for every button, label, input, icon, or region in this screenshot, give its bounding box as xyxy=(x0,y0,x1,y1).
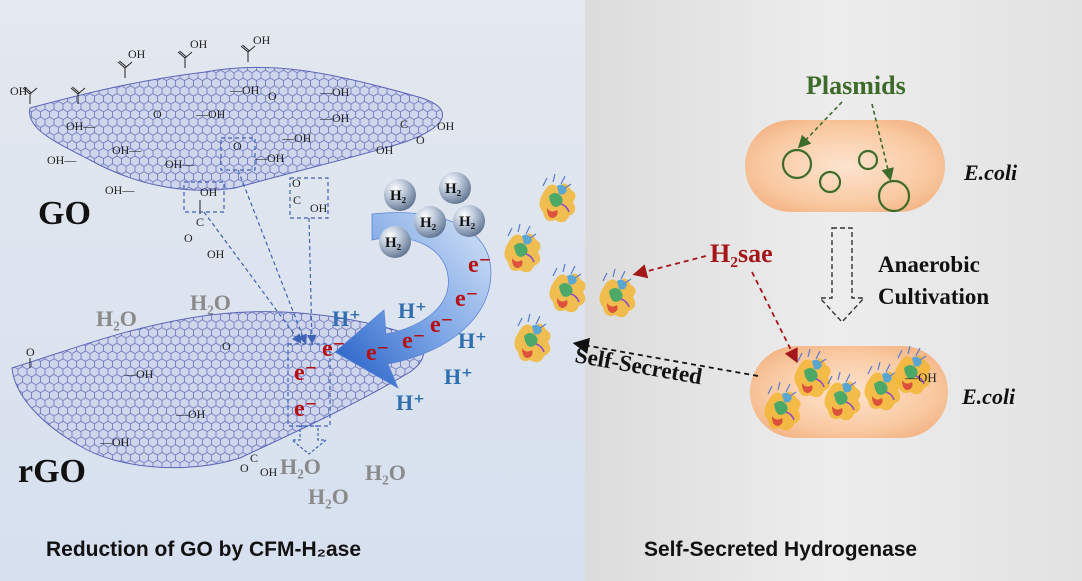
plasmid-ring xyxy=(857,149,879,171)
svg-text:H⁺: H⁺ xyxy=(396,390,425,415)
plasmid-ring xyxy=(781,148,813,180)
svg-text:O: O xyxy=(184,231,193,245)
plasmid-ring xyxy=(818,170,842,194)
h2-molecules: H₂ H₂ H₂ H₂ H₂ xyxy=(379,172,485,258)
svg-text:C: C xyxy=(250,451,258,465)
svg-text:C: C xyxy=(196,215,204,229)
svg-text:O: O xyxy=(233,139,242,153)
svg-text:OH—: OH— xyxy=(47,153,77,167)
anaerobic-label: Anaerobic xyxy=(878,252,980,277)
svg-text:—OH: —OH xyxy=(281,131,312,145)
svg-text:O: O xyxy=(292,176,301,190)
svg-text:H₂: H₂ xyxy=(459,214,476,230)
svg-text:H⁺: H⁺ xyxy=(444,364,473,389)
svg-text:e⁻: e⁻ xyxy=(402,328,425,354)
svg-text:O: O xyxy=(268,89,277,103)
cultivation-arrow xyxy=(818,227,866,324)
svg-text:O: O xyxy=(240,461,249,475)
h2sae-arrows xyxy=(632,255,798,364)
svg-text:OH: OH xyxy=(207,247,225,261)
ecoli-label-top: E.coli xyxy=(963,160,1018,185)
electrons: e⁻ e⁻ e⁻ e⁻ e⁻ e⁻ e⁻ e⁻ xyxy=(294,252,491,422)
protons: H⁺ H⁺ H⁺ H⁺ H⁺ xyxy=(332,298,487,415)
svg-text:H₂: H₂ xyxy=(445,181,462,197)
svg-text:O: O xyxy=(153,107,162,121)
right-panel-caption: Self-Secreted Hydrogenase xyxy=(644,538,917,561)
svg-text:H₂: H₂ xyxy=(390,188,407,204)
svg-text:H₂O: H₂O xyxy=(308,484,349,509)
svg-text:—OH: —OH xyxy=(99,435,130,449)
go-sheet xyxy=(29,66,443,191)
svg-text:O: O xyxy=(222,339,231,353)
svg-text:—OH: —OH xyxy=(195,107,226,121)
svg-text:e⁻: e⁻ xyxy=(294,360,317,386)
svg-text:OH: OH xyxy=(190,37,208,51)
svg-text:OH—: OH— xyxy=(105,183,135,197)
rgo-label: rGO xyxy=(18,453,86,490)
plasmids-label: Plasmids xyxy=(806,71,906,100)
svg-text:e⁻: e⁻ xyxy=(455,286,478,312)
svg-text:O: O xyxy=(26,345,35,359)
svg-text:e⁻: e⁻ xyxy=(468,252,491,278)
svg-text:H₂: H₂ xyxy=(420,215,437,231)
water-molecules: H₂O H₂O H₂O H₂O H₂O xyxy=(96,290,406,509)
cultivation-label: Cultivation xyxy=(878,284,989,309)
rgo-sheet xyxy=(11,311,424,469)
svg-text:H₂: H₂ xyxy=(385,235,402,251)
svg-text:e⁻: e⁻ xyxy=(430,312,453,338)
ecoli-cell-top xyxy=(745,120,945,213)
left-panel-caption: Reduction of GO by CFM-H₂ase xyxy=(46,538,361,561)
svg-text:—OH: —OH xyxy=(123,367,154,381)
svg-text:OH: OH xyxy=(253,33,271,47)
ecoli-cell-bottom: —OH xyxy=(750,345,948,438)
go-functional-groups: OH OH OH OH OH— OH— OH— OH— OH— —OH —OH … xyxy=(10,33,455,261)
svg-text:OH: OH xyxy=(437,119,455,133)
svg-text:OH: OH xyxy=(128,47,146,61)
svg-text:—OH: —OH xyxy=(254,151,285,165)
plasmid-arrows xyxy=(797,101,894,182)
svg-text:—OH: —OH xyxy=(904,370,937,385)
svg-text:H⁺: H⁺ xyxy=(332,306,361,331)
svg-text:OH—: OH— xyxy=(165,157,195,171)
svg-text:H⁺: H⁺ xyxy=(458,328,487,353)
svg-text:—OH: —OH xyxy=(175,407,206,421)
go-label: GO xyxy=(38,195,91,232)
svg-text:e⁻: e⁻ xyxy=(294,396,317,422)
svg-text:OH: OH xyxy=(200,185,218,199)
svg-text:H₂O: H₂O xyxy=(96,306,137,331)
svg-text:OH—: OH— xyxy=(112,143,142,157)
svg-text:—OH: —OH xyxy=(229,83,260,97)
svg-text:—OH: —OH xyxy=(319,85,350,99)
svg-text:OH—: OH— xyxy=(66,119,96,133)
rgo-functional-groups: O —OH O —OH —OH C OH O xyxy=(26,339,278,479)
svg-text:H₂O: H₂O xyxy=(190,290,231,315)
svg-text:OH: OH xyxy=(376,143,394,157)
plasmid-ring xyxy=(877,179,911,213)
h2sae-label: H₂sae xyxy=(710,239,773,268)
svg-text:O: O xyxy=(416,133,425,147)
svg-text:C: C xyxy=(400,117,408,131)
svg-text:H⁺: H⁺ xyxy=(398,298,427,323)
self-secreted-arrow xyxy=(572,337,759,377)
svg-text:e⁻: e⁻ xyxy=(322,336,345,362)
svg-text:e⁻: e⁻ xyxy=(366,340,389,366)
svg-text:OH: OH xyxy=(10,84,28,98)
group-selection-markers xyxy=(183,137,331,455)
svg-text:—OH: —OH xyxy=(319,111,350,125)
svg-text:H₂O: H₂O xyxy=(280,454,321,479)
svg-text:H₂O: H₂O xyxy=(365,460,406,485)
svg-text:OH: OH xyxy=(260,465,278,479)
ecoli-label-bottom: E.coli xyxy=(961,384,1016,409)
svg-text:OH: OH xyxy=(310,201,328,215)
right-panel-background xyxy=(585,0,1082,581)
svg-text:C: C xyxy=(293,193,301,207)
